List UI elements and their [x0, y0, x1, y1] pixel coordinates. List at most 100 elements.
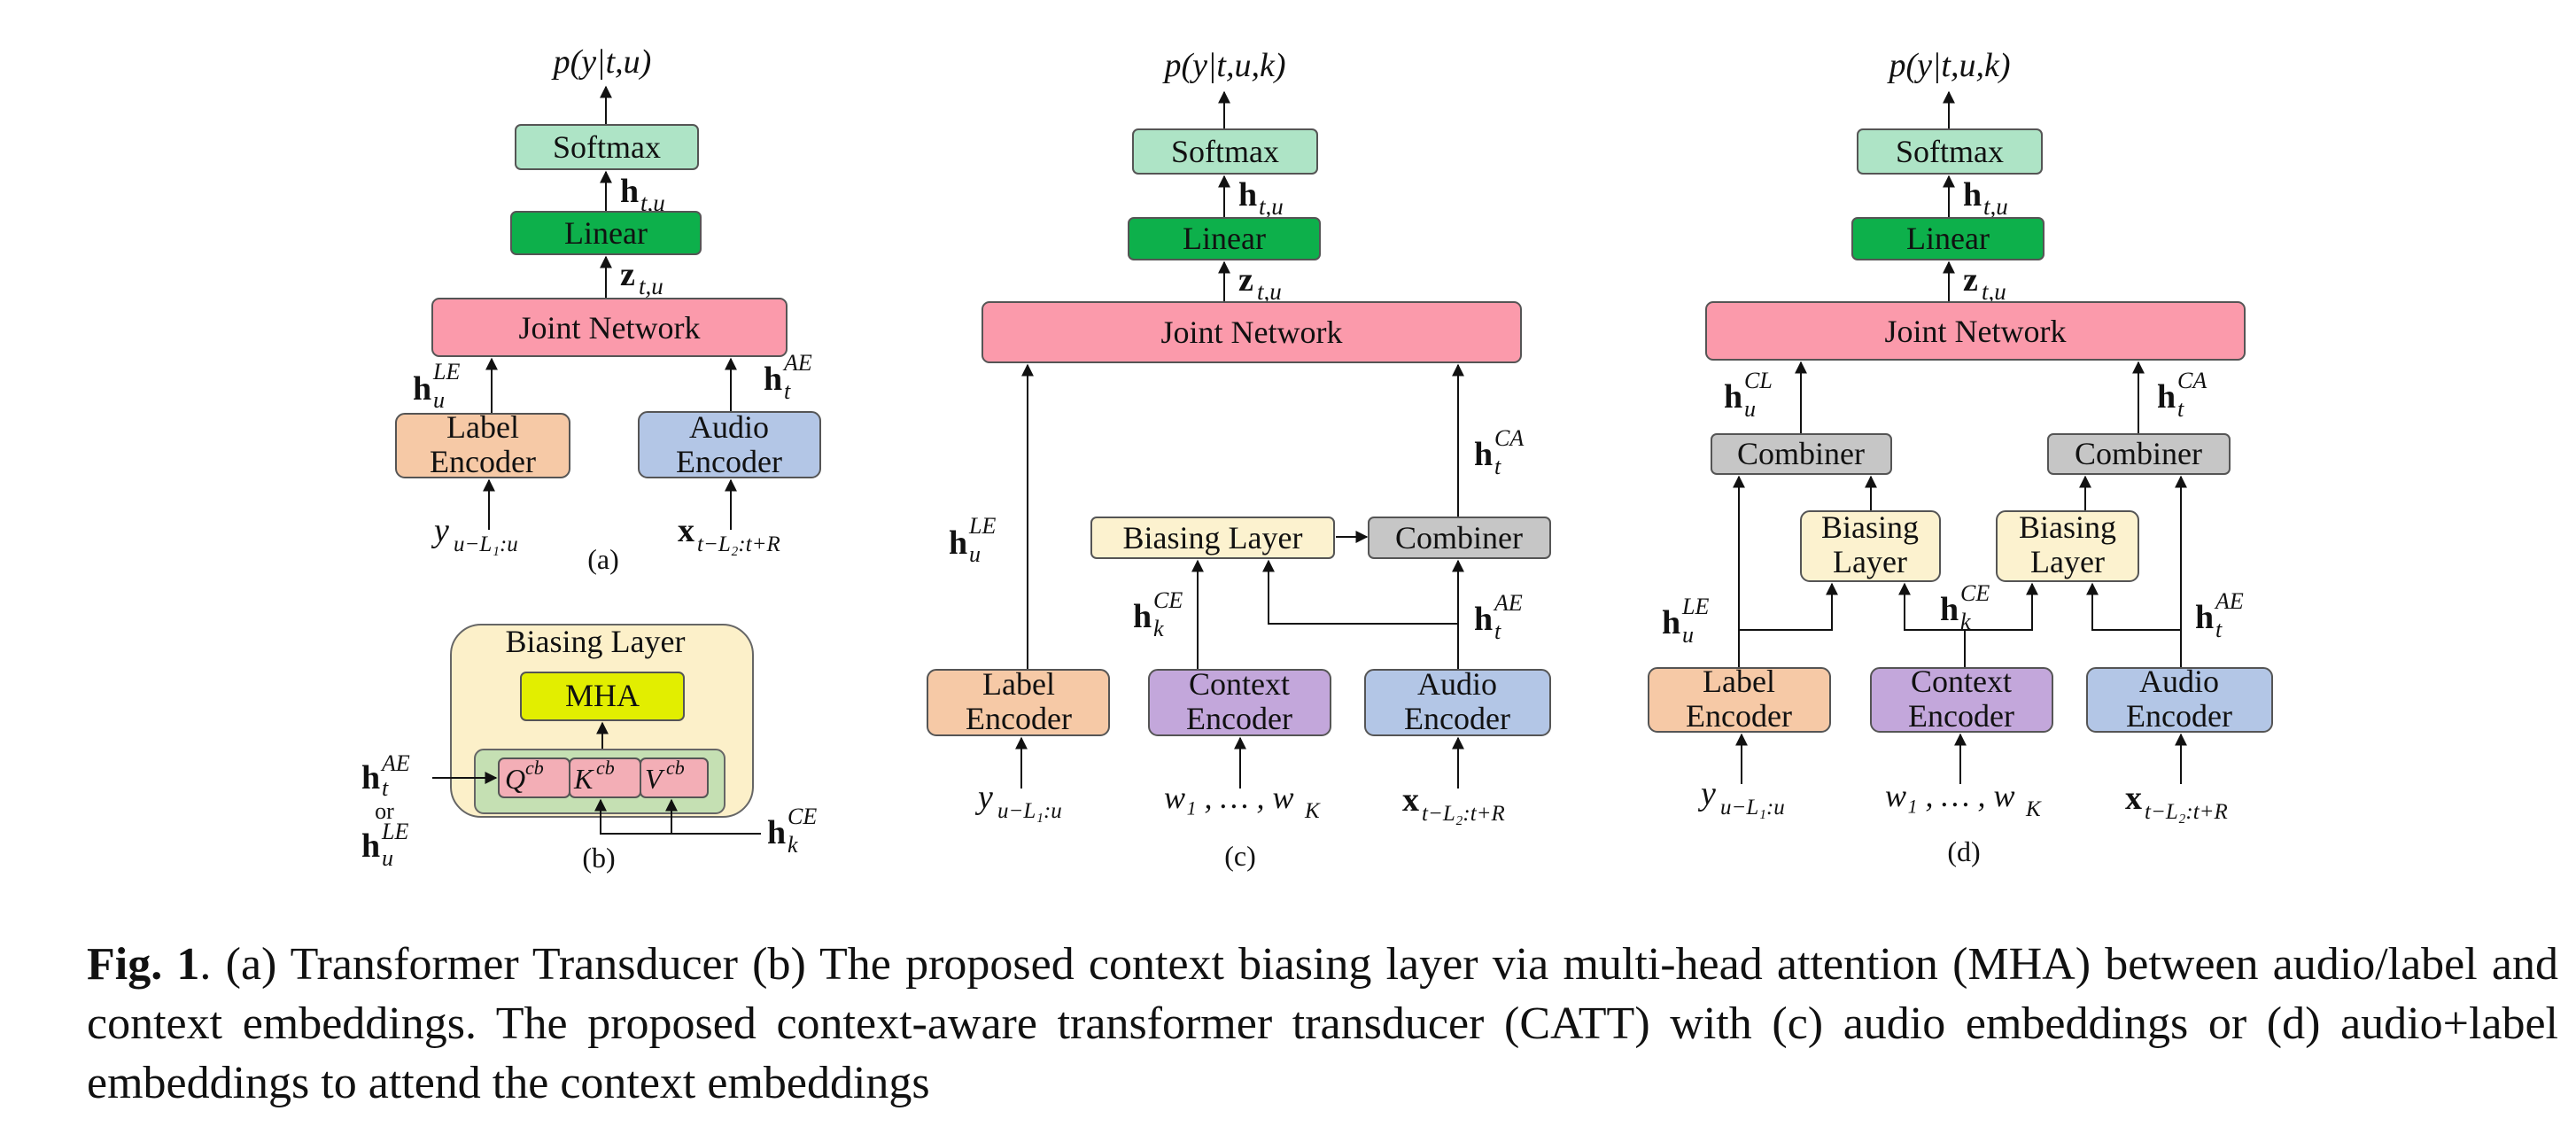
svg-text:u: u: [382, 845, 393, 871]
svg-text:AE: AE: [2214, 588, 2244, 614]
panel-c-y-input: y u−L₁:u: [974, 779, 1062, 823]
panel-d: p(y|t,u,k) Softmax h t,u Linear z t,u Jo…: [1648, 47, 2273, 867]
svg-text:u: u: [1682, 622, 1694, 648]
svg-text:t,u: t,u: [1257, 278, 1282, 305]
panel-d-combiner-left-box: [1711, 433, 1892, 475]
panel-b-mha-label: MHA: [565, 678, 640, 713]
svg-text:k: k: [1960, 609, 1971, 634]
panel-c-joint-network-box: [982, 301, 1522, 363]
svg-text:z: z: [1238, 261, 1253, 299]
panel-b-mha-box: [520, 672, 685, 721]
panel-d-x-input: x t−L₂:t+R: [2125, 780, 2228, 824]
panel-d-combiner-right-label: Combiner: [2075, 436, 2202, 471]
panel-a-label-encoder-box: [395, 413, 570, 478]
svg-text:cb: cb: [525, 757, 544, 779]
panel-d-context-encoder-box: [1870, 667, 2053, 733]
panel-c-context-encoder-line2: Encoder: [1186, 701, 1292, 736]
panel-a-audio-encoder-line2: Encoder: [676, 444, 782, 479]
panel-c-x-input: x t−L₂:t+R: [1402, 781, 1505, 826]
svg-text:LE: LE: [1681, 594, 1709, 619]
svg-text:h: h: [1474, 436, 1493, 473]
panel-c-h-ae: h AE t: [1474, 590, 1523, 644]
architecture-figure: p(y|t,u) Softmax h t,u Linear z t,u Join…: [361, 43, 2273, 874]
svg-text:z: z: [620, 256, 635, 293]
svg-text:u−L₁:u: u−L₁:u: [1720, 796, 1785, 820]
panel-c-label-encoder-line1: Label: [982, 666, 1055, 702]
figure-caption: Fig. 1. (a) Transformer Transducer (b) T…: [87, 935, 2558, 1113]
panel-a-z-tu: z t,u: [620, 256, 663, 299]
svg-text:h: h: [620, 173, 639, 210]
svg-text:t−L₂:t+R: t−L₂:t+R: [1422, 802, 1505, 826]
panel-d-audio-encoder-line2: Encoder: [2126, 698, 2232, 734]
svg-text:h: h: [1940, 591, 1959, 628]
panel-c-combiner-box: [1368, 517, 1551, 559]
panel-d-linear-box: [1851, 217, 2045, 260]
svg-text:AE: AE: [1493, 590, 1523, 616]
panel-c-softmax-label: Softmax: [1171, 134, 1279, 169]
panel-c-tag: (c): [1224, 840, 1256, 872]
svg-text:t−L₂:t+R: t−L₂:t+R: [2145, 800, 2228, 824]
panel-c-linear-label: Linear: [1183, 221, 1266, 256]
svg-text:AE: AE: [380, 750, 410, 776]
svg-text:V: V: [645, 763, 665, 795]
panel-b-h-ae: h AE t: [361, 750, 410, 801]
svg-text:u−L₁:u: u−L₁:u: [997, 799, 1062, 823]
svg-text:y: y: [431, 512, 449, 549]
svg-text:u: u: [969, 541, 981, 567]
svg-text:K: K: [2025, 797, 2042, 821]
svg-text:z: z: [1963, 261, 1978, 299]
caption-text: . (a) Transformer Transducer (b) The pro…: [87, 939, 2558, 1108]
panel-d-biasing-right-line1: Biasing: [2019, 509, 2116, 545]
svg-text:h: h: [1238, 176, 1257, 214]
panel-b-h-le: h LE u: [361, 819, 408, 871]
svg-text:y: y: [1697, 775, 1716, 812]
panel-d-biasing-layer-right-box: [1996, 510, 2139, 582]
panel-d-biasing-right-line2: Layer: [2030, 544, 2105, 579]
panel-c-label-encoder-line2: Encoder: [966, 701, 1072, 736]
panel-b-tag: (b): [582, 842, 615, 874]
svg-text:h: h: [764, 361, 782, 398]
panel-c-audio-encoder-box: [1364, 669, 1551, 736]
panel-a-joint-network-box: [431, 298, 788, 357]
svg-text:u: u: [1744, 396, 1756, 422]
panel-c-h-ce: h CE k: [1133, 587, 1183, 641]
svg-text:x: x: [1402, 781, 1419, 819]
panel-a-linear-label: Linear: [564, 215, 648, 251]
svg-text:h: h: [1662, 604, 1680, 641]
panel-d-y-input: y u−L₁:u: [1697, 775, 1785, 820]
svg-text:AE: AE: [782, 350, 812, 376]
svg-text:u−L₁:u: u−L₁:u: [454, 532, 518, 556]
svg-text:t,u: t,u: [1982, 278, 2006, 305]
panel-b-or: or: [375, 798, 394, 824]
panel-b: Biasing Layer MHA Q cb K cb V cb h AE t …: [361, 624, 817, 874]
svg-text:t,u: t,u: [1983, 193, 2008, 220]
svg-text:h: h: [949, 524, 967, 562]
svg-text:t: t: [382, 775, 389, 801]
svg-text:w₁ , … , w: w₁ , … , w: [1164, 780, 1294, 815]
svg-text:y: y: [974, 779, 993, 816]
panel-c-output: p(y|t,u,k): [1161, 47, 1285, 84]
panel-c-audio-encoder-line2: Encoder: [1404, 701, 1510, 736]
svg-text:h: h: [361, 759, 380, 796]
panel-d-label-encoder-box: [1648, 667, 1831, 733]
panel-d-softmax-label: Softmax: [1896, 134, 2004, 169]
panel-c-label-encoder-box: [927, 669, 1110, 736]
svg-text:cb: cb: [666, 757, 685, 779]
svg-text:K: K: [573, 763, 594, 795]
panel-a-softmax-box: [515, 124, 699, 170]
panel-c-combiner-label: Combiner: [1395, 520, 1523, 555]
panel-d-h-le: h LE u: [1662, 594, 1709, 648]
svg-text:CA: CA: [1494, 425, 1524, 451]
svg-text:t: t: [1494, 618, 1501, 644]
panel-a-h-ae: h AE t: [764, 350, 812, 404]
svg-text:h: h: [1963, 176, 1982, 214]
svg-text:u: u: [433, 387, 445, 413]
panel-c-h-ca: h CA t: [1474, 425, 1524, 479]
panel-a-label-encoder-line1: Label: [446, 409, 519, 445]
svg-text:h: h: [1474, 601, 1493, 638]
panel-b-q-label: Q cb: [505, 757, 544, 795]
svg-text:h: h: [2157, 378, 2176, 416]
panel-a-linear-box: [510, 211, 702, 255]
panel-b-k-label: K cb: [573, 757, 615, 795]
panel-a-h-le: h LE u: [413, 359, 460, 413]
